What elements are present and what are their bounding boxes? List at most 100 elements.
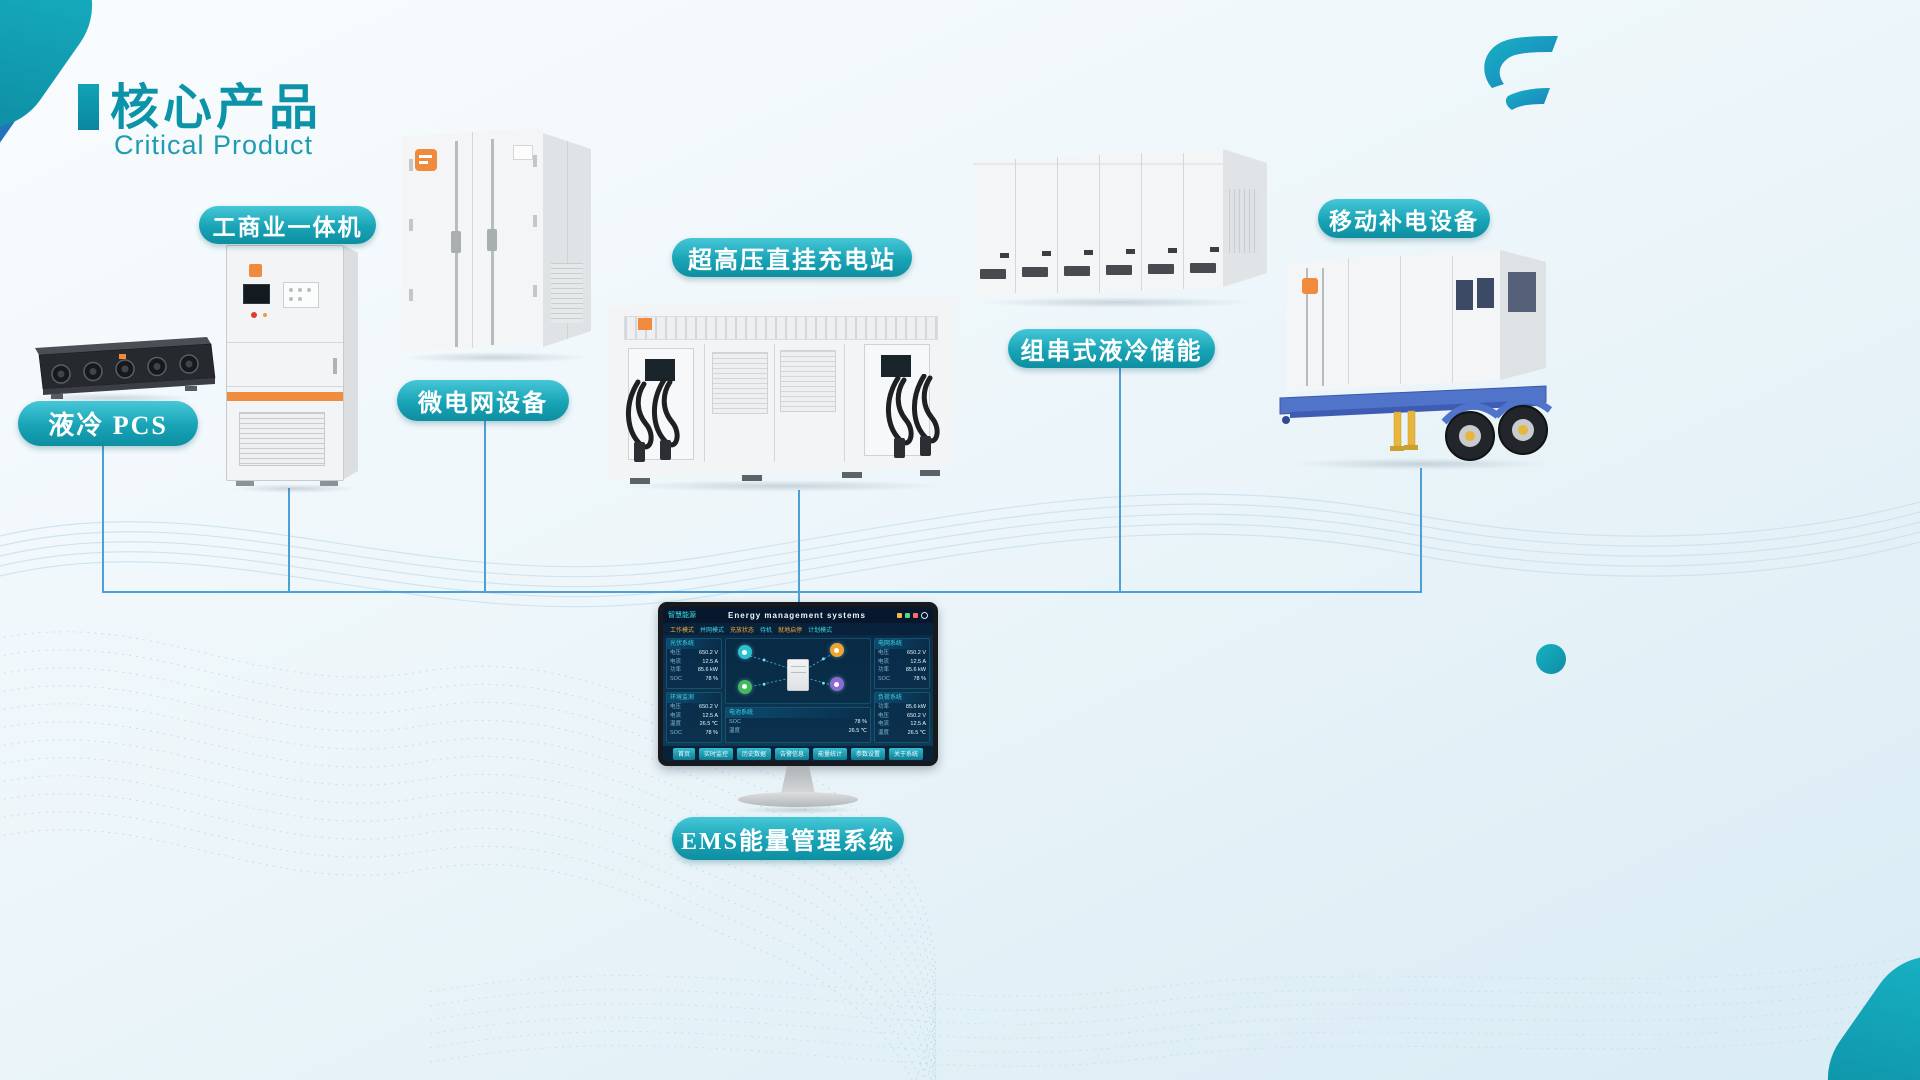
- brand-mark-bar: [419, 155, 432, 158]
- door-seam: [1141, 153, 1142, 293]
- ems-panel-title: 负荷系统: [875, 693, 929, 703]
- door-handle: [451, 231, 461, 253]
- door-hinge: [533, 155, 537, 167]
- cabinet-foot: [320, 481, 338, 486]
- station-foot: [742, 475, 762, 481]
- door-seam: [1452, 256, 1453, 384]
- monitor-base: [738, 792, 858, 807]
- door-hinge: [533, 285, 537, 297]
- cabinet-grille: [239, 412, 325, 466]
- door-handle: [1000, 253, 1009, 258]
- brand-mark: [249, 264, 262, 277]
- brand-mark: [638, 318, 652, 330]
- product-label-charging: 超高压直挂充电站: [672, 238, 912, 277]
- cabinet-detail-line: [791, 666, 806, 668]
- panel-button-icon: [289, 297, 293, 301]
- ems-panel-title: 环境监测: [667, 693, 721, 703]
- container-front-face: [401, 127, 543, 353]
- charging-shadow: [618, 480, 948, 492]
- ems-screen-button: 历史数据: [736, 747, 771, 760]
- door-seam: [1183, 153, 1184, 293]
- cabin-window: [1477, 278, 1494, 308]
- panel-button-icon: [298, 297, 302, 301]
- indicator-yellow-icon: [263, 313, 267, 317]
- ems-mode-label: 就地启停: [778, 627, 803, 634]
- ems-screen-button: 关于系统: [889, 747, 924, 760]
- product-image-mobile: [1276, 242, 1568, 468]
- ems-toolbar: 工作模式 并网模式 充放状态 待机 就地启停 计划模式: [663, 623, 933, 635]
- station-foot: [630, 478, 650, 484]
- title-accent-bar: [78, 84, 99, 130]
- charging-cables: [885, 374, 940, 458]
- door-seam: [1400, 256, 1401, 384]
- station-body: [608, 296, 954, 478]
- side-circle-decor: [1536, 644, 1566, 674]
- station-foot: [920, 470, 940, 476]
- brand-logo: [1484, 36, 1558, 110]
- brand-mark: [1302, 278, 1318, 294]
- door-hinge: [409, 219, 413, 231]
- ems-panel-title: 电池系统: [726, 708, 870, 718]
- cabinet-accent-stripe: [227, 392, 343, 401]
- connector-line-charging: [798, 490, 800, 593]
- ems-diagram: [725, 638, 871, 704]
- product-image-charging: [602, 290, 960, 490]
- louver-door: [712, 352, 768, 414]
- genset-node-icon: [737, 679, 752, 694]
- ems-mode-value: 计划模式: [808, 627, 833, 634]
- pcs-shadow: [30, 393, 195, 403]
- monitor-stand: [781, 766, 815, 794]
- door-lock-rod: [1306, 268, 1308, 386]
- connector-line-mobile: [1420, 468, 1422, 593]
- ems-titlebar: 智慧能源 Energy management systems: [663, 607, 933, 623]
- mobile-shadow: [1292, 458, 1550, 470]
- door-vent: [1148, 264, 1174, 274]
- wheel-icon: [1445, 405, 1548, 461]
- station-foot: [842, 472, 862, 478]
- status-dot-icon: [897, 612, 902, 618]
- ems-mode-label: 工作模式: [670, 627, 695, 634]
- door-seam: [227, 342, 343, 343]
- cabinet-side-face: [344, 245, 358, 479]
- status-dot-icon: [913, 612, 918, 618]
- door-handle: [1168, 248, 1177, 253]
- panel-button-icon: [307, 288, 311, 292]
- roof-lip: [973, 163, 1223, 165]
- cabin-window: [1456, 280, 1473, 310]
- connector-line-microgrid: [484, 421, 486, 593]
- door-hinge: [409, 289, 413, 301]
- cabinet-control-panel: [283, 282, 319, 308]
- ems-screen-button: 参数设置: [851, 747, 886, 760]
- door-hinge: [409, 159, 413, 171]
- door-seam: [472, 129, 473, 351]
- ems-monitor: 智慧能源 Energy management systems 工作模式 并网模式…: [658, 602, 938, 812]
- product-image-string-storage: [971, 145, 1269, 303]
- door-handle: [1126, 249, 1135, 254]
- container-side-face: [543, 133, 591, 347]
- page-subtitle: Critical Product: [114, 130, 314, 160]
- ems-mode-value: 并网模式: [700, 627, 725, 634]
- container-side-face: [1223, 149, 1267, 287]
- door-handle: [333, 358, 337, 374]
- ems-mode-value: 待机: [760, 627, 773, 634]
- product-label-mobile: 移动补电设备: [1318, 199, 1490, 238]
- door-lock-rod: [1322, 268, 1324, 386]
- product-label-pcs: 液冷 PCS: [18, 401, 198, 446]
- door-seam: [844, 344, 845, 462]
- ems-screen-button: 首页: [672, 747, 695, 760]
- trailer-undercarriage: [1279, 385, 1553, 461]
- door-vent: [980, 269, 1006, 279]
- door-seam: [1348, 256, 1349, 384]
- connector-bus-line: [102, 591, 1422, 593]
- door-seam: [1015, 153, 1016, 293]
